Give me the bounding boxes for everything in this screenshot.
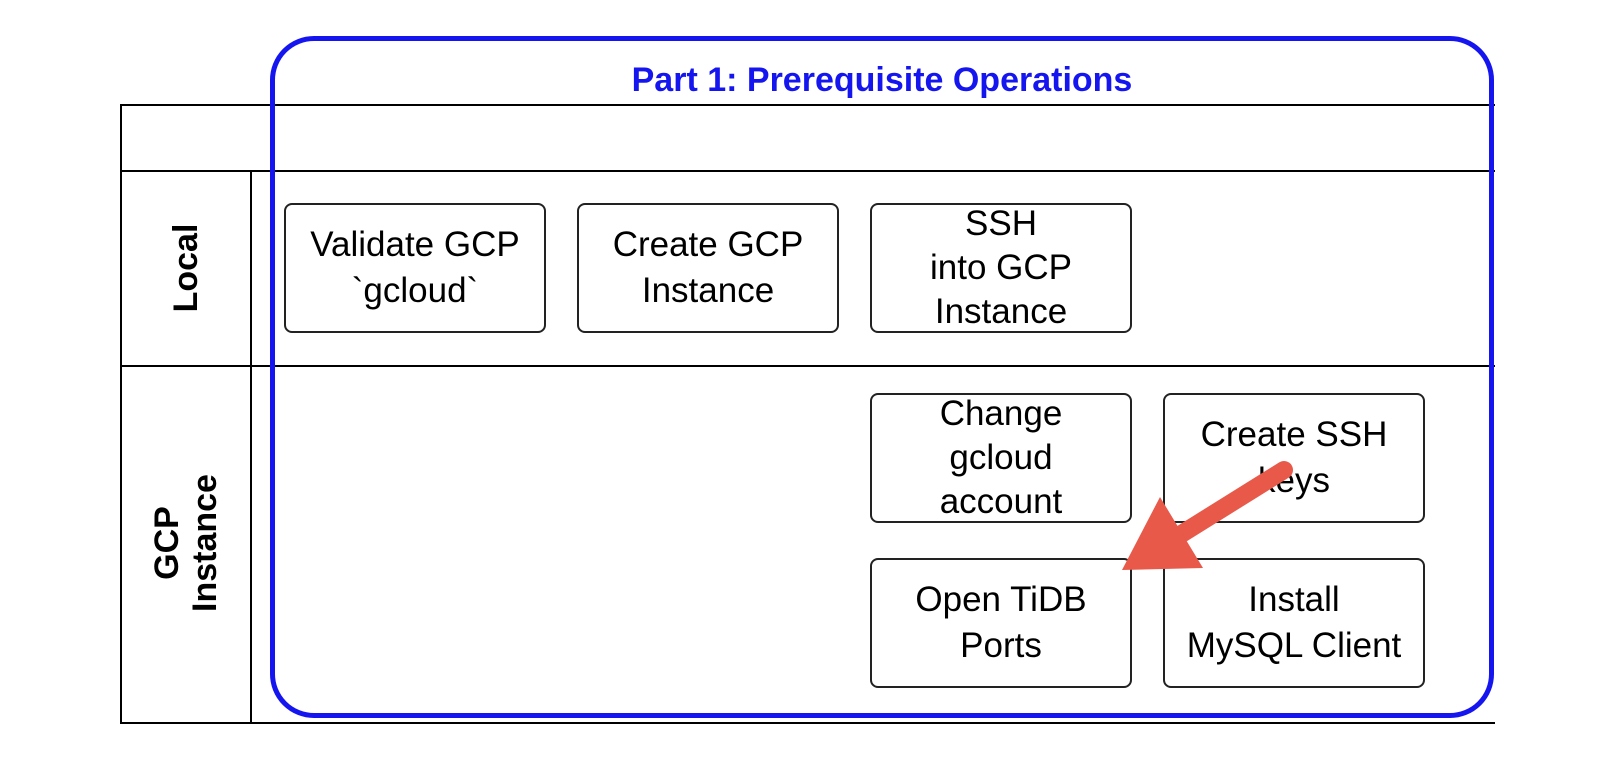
lane-label-divider bbox=[250, 170, 252, 724]
lane-bottom-border bbox=[121, 722, 1495, 724]
step-install-mysql-client[interactable]: Install MySQL Client bbox=[1163, 558, 1425, 688]
step-change-gcloud-account[interactable]: Change gcloud account bbox=[870, 393, 1132, 523]
step-open-tidb-ports[interactable]: Open TiDB Ports bbox=[870, 558, 1132, 688]
lane-label-gcp-instance: GCP Instance bbox=[148, 474, 224, 612]
lane-divider-header bbox=[121, 170, 1495, 172]
step-create-ssh-keys[interactable]: Create SSH keys bbox=[1163, 393, 1425, 523]
part-1-title: Part 1: Prerequisite Operations bbox=[631, 61, 1133, 99]
lane-top-border bbox=[121, 104, 1495, 106]
lane-divider-local-gcp bbox=[121, 365, 1495, 367]
lane-left-border bbox=[120, 104, 122, 724]
step-ssh-into-instance[interactable]: SSH into GCP Instance bbox=[870, 203, 1132, 333]
step-validate-gcloud[interactable]: Validate GCP `gcloud` bbox=[284, 203, 546, 333]
part-1-frame bbox=[270, 36, 1494, 718]
lane-label-local: Local bbox=[167, 223, 205, 313]
step-create-gcp-instance[interactable]: Create GCP Instance bbox=[577, 203, 839, 333]
